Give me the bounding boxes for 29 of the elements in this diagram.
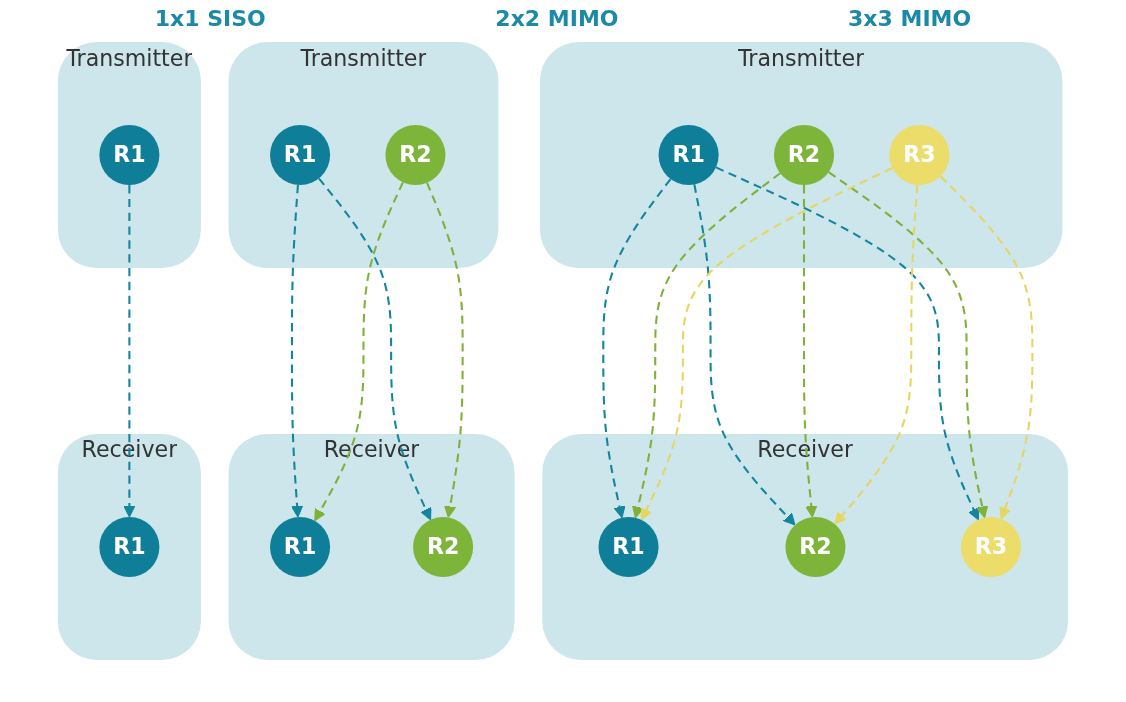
node-circle: R1	[658, 125, 719, 186]
node-circle: R2	[385, 125, 446, 186]
node-circle: R1	[598, 516, 659, 577]
node-circle: R1	[99, 125, 160, 186]
column-heading: 3x3 MIMO	[848, 6, 972, 31]
node-circle: R1	[270, 516, 331, 577]
arrow	[640, 167, 893, 521]
arrow	[715, 166, 980, 521]
column-heading: 2x2 MIMO	[495, 6, 619, 31]
node-circle: R2	[785, 516, 846, 577]
arrow	[802, 185, 818, 518]
arrow	[426, 182, 464, 518]
node-circle: R2	[413, 516, 474, 577]
arrow	[939, 175, 1034, 520]
arrow	[123, 185, 136, 518]
arrow	[632, 172, 781, 519]
column-heading: 1x1 SISO	[154, 6, 266, 31]
node-circle: R1	[270, 125, 331, 186]
arrow	[318, 177, 432, 521]
arrow	[834, 184, 919, 525]
node-circle: R1	[99, 516, 160, 577]
arrow	[693, 184, 796, 526]
node-circle: R3	[889, 125, 950, 186]
arrow	[290, 184, 304, 518]
arrow	[314, 181, 404, 522]
node-circle: R2	[773, 125, 835, 186]
node-circle: R3	[960, 516, 1021, 577]
arrow	[828, 171, 989, 519]
arrow	[602, 178, 672, 519]
